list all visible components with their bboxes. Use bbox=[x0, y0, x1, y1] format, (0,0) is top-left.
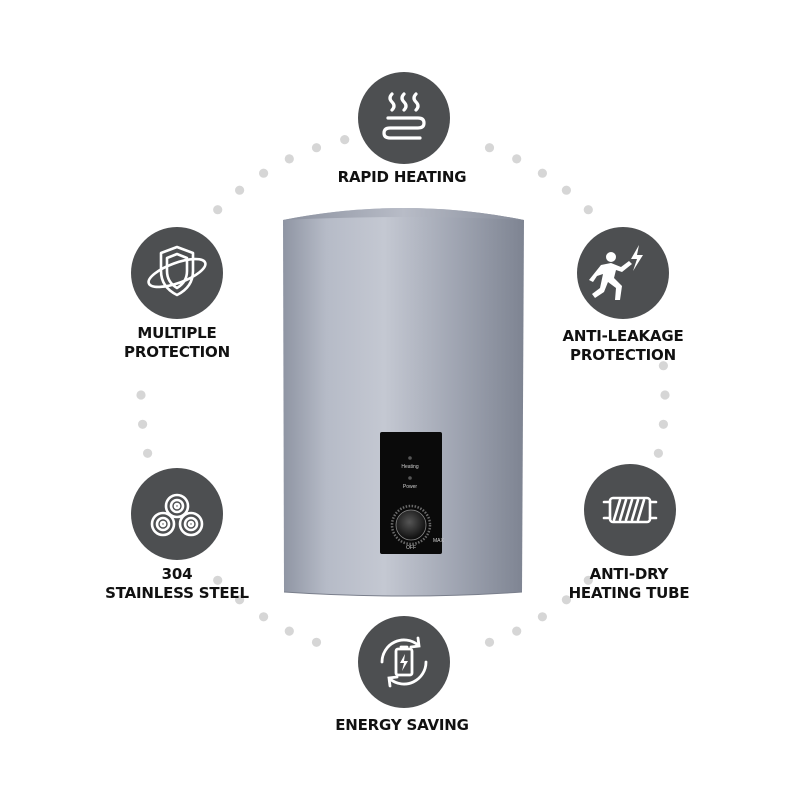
energy-saving-badge bbox=[358, 616, 450, 708]
anti-dry-label: ANTI-DRY HEATING TUBE bbox=[568, 565, 690, 602]
ring-dot bbox=[512, 154, 522, 164]
knob-off-label: OFF bbox=[406, 545, 416, 551]
stainless-steel-label: 304 STAINLESS STEEL bbox=[105, 565, 249, 602]
ring-dot bbox=[284, 626, 294, 636]
ring-dot bbox=[658, 361, 669, 371]
ring-dot bbox=[213, 575, 223, 585]
ring-dot bbox=[235, 595, 245, 605]
control-panel: Heating Power OFF MAX bbox=[380, 432, 445, 554]
heating-indicator-label: Heating bbox=[401, 464, 418, 470]
multiple-protection-badge bbox=[131, 227, 223, 319]
ring-dot bbox=[311, 637, 322, 647]
temperature-knob-bezel bbox=[390, 504, 432, 546]
anti-dry-badge bbox=[584, 464, 676, 556]
ring-dot bbox=[537, 612, 548, 622]
ring-dot bbox=[484, 637, 495, 647]
stainless-steel-badge bbox=[131, 468, 223, 560]
electric-shock-icon bbox=[589, 245, 643, 300]
battery-cycle-icon bbox=[380, 636, 428, 688]
ring-dot bbox=[136, 390, 146, 400]
ring-dot bbox=[284, 154, 294, 164]
steam-wave-icon bbox=[382, 92, 426, 140]
ring-dot bbox=[660, 390, 670, 400]
ring-dot bbox=[658, 419, 669, 429]
ring-dot bbox=[537, 168, 548, 178]
water-heater-tank bbox=[283, 208, 524, 597]
rapid-heating-label: RAPID HEATING bbox=[337, 168, 467, 186]
anti-leakage-label: ANTI-LEAKAGE PROTECTION bbox=[562, 327, 684, 364]
dotted-ring bbox=[136, 135, 670, 647]
ring-dot bbox=[340, 135, 350, 145]
ring-dot bbox=[561, 185, 572, 195]
ring-dot bbox=[512, 626, 522, 636]
ring-dot bbox=[311, 143, 322, 153]
ring-dot bbox=[583, 205, 593, 215]
power-indicator-label: Power bbox=[403, 484, 418, 490]
shield-orbit-icon bbox=[147, 245, 207, 297]
ring-dot bbox=[259, 168, 269, 178]
heating-coil-icon bbox=[602, 496, 658, 524]
ring-dot bbox=[213, 205, 223, 215]
ring-dot bbox=[653, 448, 664, 458]
knob-max-label: MAX bbox=[433, 538, 445, 544]
rapid-heating-badge bbox=[358, 72, 450, 164]
anti-leakage-badge bbox=[577, 227, 669, 319]
energy-saving-label: ENERGY SAVING bbox=[335, 716, 469, 734]
ring-dot bbox=[138, 419, 148, 429]
ring-dot bbox=[484, 143, 495, 153]
multiple-protection-label: MULTIPLE PROTECTION bbox=[124, 324, 230, 361]
ring-dot bbox=[561, 595, 572, 605]
ring-dot bbox=[583, 575, 593, 585]
temperature-knob[interactable] bbox=[395, 509, 427, 541]
steel-rolls-icon bbox=[150, 493, 204, 537]
ring-dot bbox=[143, 448, 153, 458]
ring-dot bbox=[235, 185, 245, 195]
ring-dot bbox=[259, 612, 269, 622]
